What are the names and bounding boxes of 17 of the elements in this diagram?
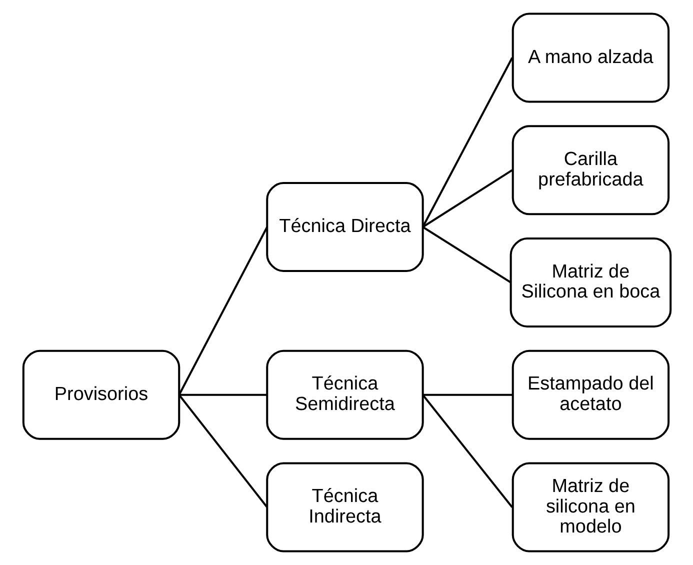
connector (178, 394, 268, 508)
connector (422, 169, 512, 228)
node-box: Carilla prefabricada (511, 125, 670, 216)
node-box: Provisorios (22, 350, 180, 440)
connector (421, 57, 513, 228)
node-box: Matriz de silicona en modelo (511, 462, 670, 552)
node-box: Estampado del acetato (511, 350, 670, 440)
connector (422, 394, 512, 396)
connector (178, 226, 268, 396)
node-box: Técnica Directa (266, 182, 424, 272)
node-box: Técnica Semidirecta (266, 350, 424, 440)
connector (422, 226, 511, 284)
node-box: A mano alzada (511, 12, 670, 103)
node-box: Técnica Indirecta (266, 462, 424, 552)
connector (178, 394, 267, 396)
connector (422, 394, 512, 508)
node-box: Matriz de Silicona en boca (509, 237, 672, 328)
